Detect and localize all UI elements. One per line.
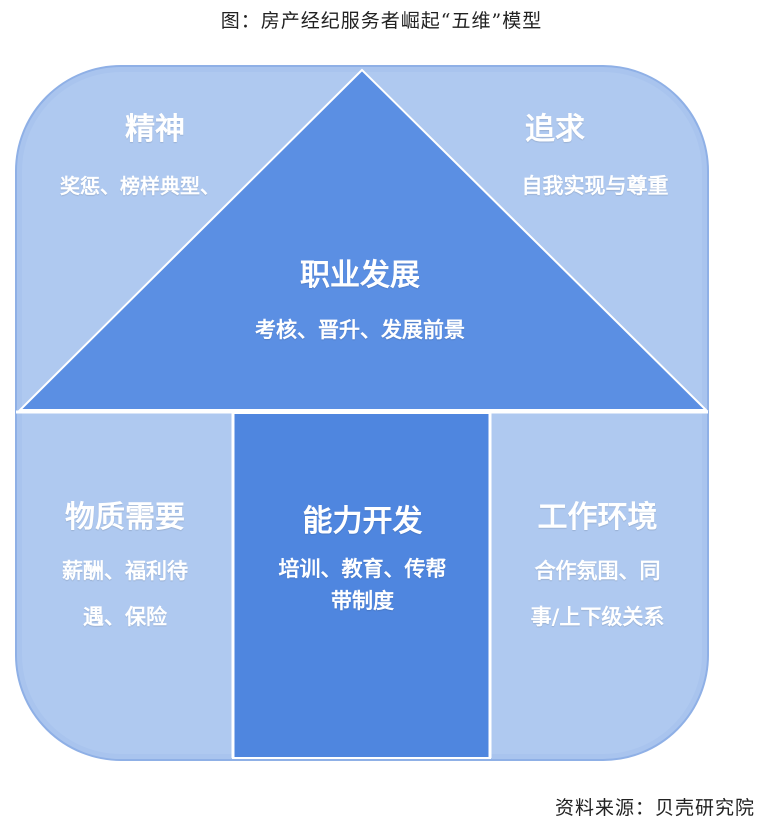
career-triangle	[17, 68, 709, 411]
ability-desc-line2: 带制度	[331, 589, 394, 613]
environment-desc-line1: 合作氛围、同	[534, 559, 661, 583]
career-desc: 考核、晋升、发展前景	[255, 318, 465, 342]
pursuit-desc: 自我实现与尊重	[521, 174, 669, 198]
figure-caption: 图：房产经纪服务者崛起“五维”模型	[220, 10, 543, 32]
environment-desc-line2: 事/上下级关系	[530, 605, 665, 629]
ability-title: 能力开发	[302, 504, 423, 539]
spirit-desc: 奖惩、榜样典型、	[60, 174, 220, 198]
material-desc-line2: 遇、保险	[83, 605, 167, 629]
environment-title: 工作环境	[537, 500, 658, 535]
career-title: 职业发展	[300, 258, 420, 293]
material-title: 物质需要	[65, 500, 185, 535]
pursuit-title: 追求	[525, 112, 585, 147]
source-note: 资料来源：贝壳研究院	[554, 797, 755, 819]
ability-desc-line1: 培训、教育、传帮	[278, 557, 447, 581]
spirit-title: 精神	[125, 112, 185, 147]
material-desc-line1: 薪酬、福利待	[62, 559, 188, 583]
